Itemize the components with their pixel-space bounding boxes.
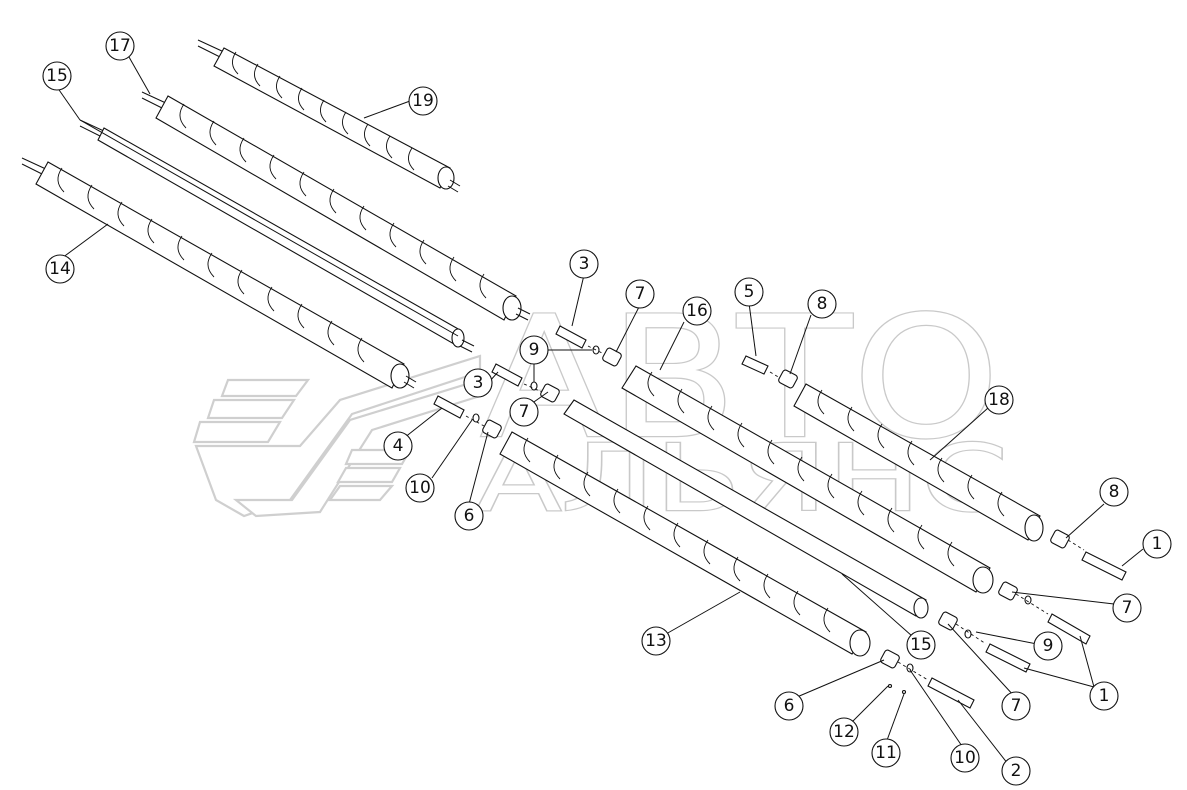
pin-1-a [1081,551,1127,581]
callout-13: 13 [641,626,671,656]
pin-2 [927,677,975,709]
callouts: 17 15 19 14 3 7 16 5 8 9 3 7 4 10 6 18 8… [42,31,1172,786]
svg-text:7: 7 [635,284,646,304]
svg-text:15: 15 [910,635,932,655]
roller-13 [499,431,871,657]
callout-5: 5 [734,277,764,307]
shaft-15-lower [563,399,929,619]
small-parts [433,325,1127,709]
bushing-8-b [1050,529,1070,549]
svg-text:7: 7 [1011,696,1022,716]
washer-10-upper [472,413,480,423]
part-11 [901,689,907,695]
callout-6-upper: 6 [454,501,484,531]
callout-7-upper: 7 [625,279,655,309]
pin-3-upper [555,325,587,349]
svg-text:16: 16 [686,301,708,321]
assembly-lines [465,345,1085,681]
pin-5 [741,355,769,375]
bushing-8-a [778,369,798,389]
callout-3-upper: 3 [569,249,599,279]
svg-text:14: 14 [49,259,71,279]
svg-text:7: 7 [519,402,530,422]
part-12 [887,683,893,689]
callout-4: 4 [383,431,413,461]
callout-7-right: 7 [1112,593,1142,623]
callout-7-lower: 7 [509,397,539,427]
svg-text:12: 12 [833,722,855,742]
callout-11: 11 [871,738,901,768]
svg-text:1: 1 [1099,686,1110,706]
callout-1-right: 1 [1142,529,1172,559]
svg-text:9: 9 [529,340,540,360]
pin-1-b [1047,613,1091,645]
pin-4 [433,395,465,419]
svg-text:10: 10 [954,748,976,768]
callout-16: 16 [682,296,712,326]
pin-3-lower [491,363,523,387]
svg-text:3: 3 [579,254,590,274]
svg-text:5: 5 [744,282,755,302]
roller-17 [141,91,531,321]
callout-9-right: 9 [1033,631,1063,661]
callout-1-lower: 1 [1089,681,1119,711]
washer-10-lower [906,663,914,673]
svg-text:2: 2 [1011,761,1022,781]
washer-9-lower [530,381,538,391]
roller-18 [793,383,1044,542]
svg-text:10: 10 [409,478,431,498]
svg-text:7: 7 [1122,598,1133,618]
bushing-7-b [540,383,560,403]
svg-text:3: 3 [473,373,484,393]
callout-2: 2 [1001,756,1031,786]
svg-text:8: 8 [817,294,828,314]
svg-text:13: 13 [645,631,667,651]
washer-9-right-lower [964,629,972,639]
bushing-7-a [602,347,622,367]
svg-text:8: 8 [1109,482,1120,502]
svg-text:18: 18 [988,390,1010,410]
callout-8-lower: 8 [1099,477,1129,507]
callout-8-upper: 8 [807,289,837,319]
svg-text:9: 9 [1043,636,1054,656]
bushing-6-b [880,649,900,669]
callout-14: 14 [45,254,75,284]
svg-text:17: 17 [109,36,131,56]
svg-text:19: 19 [412,91,434,111]
svg-text:6: 6 [464,506,475,526]
svg-text:6: 6 [784,696,795,716]
pin-1-c [985,643,1031,673]
svg-text:4: 4 [393,436,404,456]
callout-18: 18 [984,385,1014,415]
bushing-7-c [998,581,1018,601]
callout-7-bottom: 7 [1001,691,1031,721]
watermark-emblem [192,354,482,518]
callout-15-lower: 15 [906,630,936,660]
callout-15-top: 15 [42,61,72,91]
svg-text:11: 11 [875,743,897,763]
roller-14 [21,157,417,389]
callout-17: 17 [105,31,135,61]
watermark-word-top: АВТО [480,280,1000,476]
callout-6-lower: 6 [774,691,804,721]
callout-9-upper: 9 [519,335,549,365]
washer-9-right [1024,595,1032,605]
svg-text:1: 1 [1152,534,1163,554]
callout-3-lower: 3 [463,368,493,398]
leader-lines [56,56,1144,765]
svg-text:15: 15 [46,66,68,86]
callout-12: 12 [829,717,859,747]
callout-10-upper: 10 [405,473,435,503]
bushing-7-d [938,611,958,631]
callout-19: 19 [408,86,438,116]
roller-16 [621,365,994,594]
roller-19 [197,39,461,193]
callout-10-lower: 10 [950,743,980,773]
